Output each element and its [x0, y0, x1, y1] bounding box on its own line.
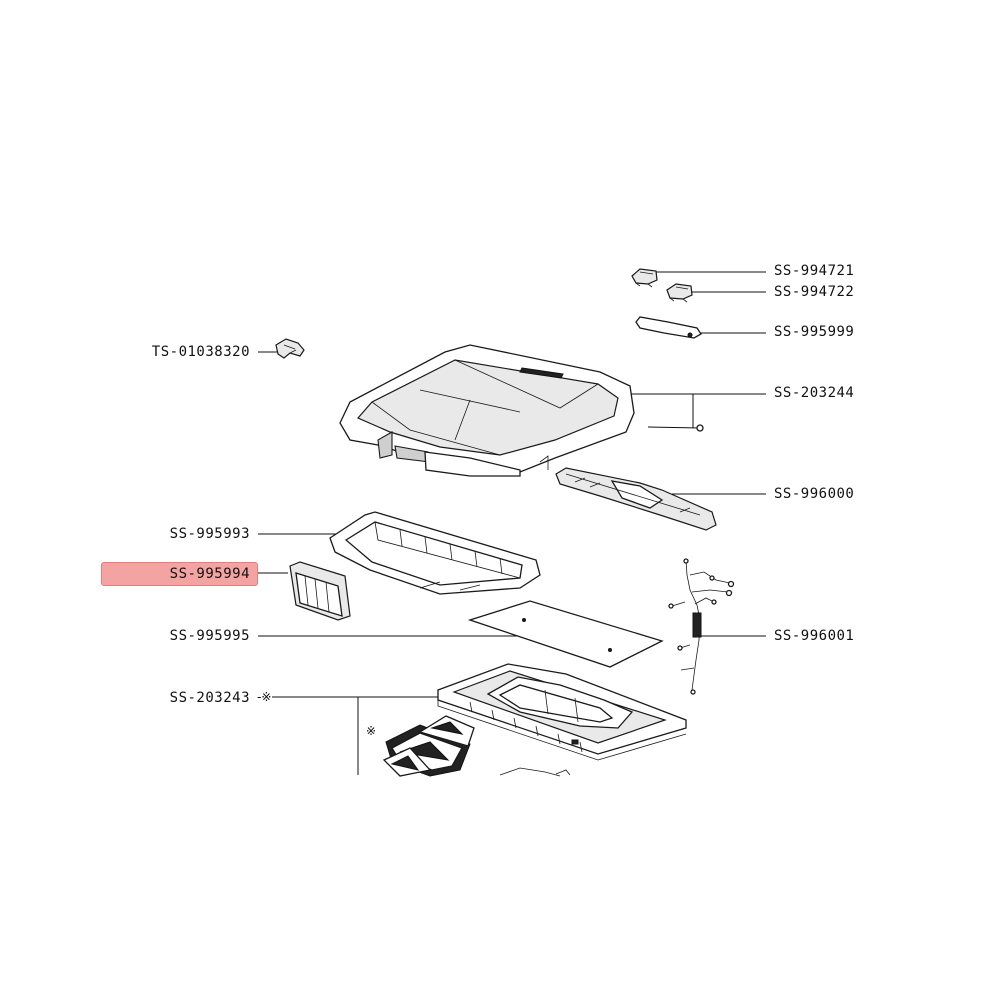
part-ss-995999-drawing[interactable]: [635, 316, 702, 339]
part-label-ts-01038320[interactable]: TS-01038320: [151, 344, 250, 360]
part-label-ss-203244[interactable]: SS-203244: [774, 385, 855, 401]
part-ss-996001-drawing[interactable]: [668, 558, 735, 695]
part-label-ss-203243[interactable]: SS-203243: [169, 690, 250, 706]
part-ss-995995-drawing[interactable]: [467, 600, 664, 668]
part-label-ss-995993[interactable]: SS-995993: [169, 526, 250, 542]
part-ss-994721-drawing[interactable]: [631, 268, 658, 288]
asterisk-marker-inline: -※: [257, 690, 272, 704]
part-ts-01038320-drawing[interactable]: [275, 338, 305, 359]
selected-part-highlight[interactable]: [101, 562, 258, 586]
part-label-ss-995999[interactable]: SS-995999: [774, 324, 855, 340]
part-label-ss-994722[interactable]: SS-994722: [774, 284, 855, 300]
part-label-ss-995995[interactable]: SS-995995: [169, 628, 250, 644]
part-label-ss-996000[interactable]: SS-996000: [774, 486, 855, 502]
part-ss-995993-drawing[interactable]: [329, 511, 541, 595]
part-ss-203243-drawing[interactable]: [437, 663, 687, 761]
part-ss-995994-drawing[interactable]: [289, 561, 351, 621]
part-label-ss-996001[interactable]: SS-996001: [774, 628, 855, 644]
part-ss-994722-drawing[interactable]: [666, 283, 693, 303]
cooking-plates-drawing[interactable]: [382, 715, 475, 777]
asterisk-marker-plates: ※: [366, 724, 377, 738]
part-ss-203244-drawing[interactable]: [339, 344, 704, 477]
leader-lines: [258, 271, 766, 775]
part-ss-996000-drawing[interactable]: [555, 467, 717, 531]
part-label-ss-994721[interactable]: SS-994721: [774, 263, 855, 279]
part-label-ss-995994[interactable]: SS-995994: [169, 566, 250, 582]
partial-lower-parts: [499, 767, 571, 777]
